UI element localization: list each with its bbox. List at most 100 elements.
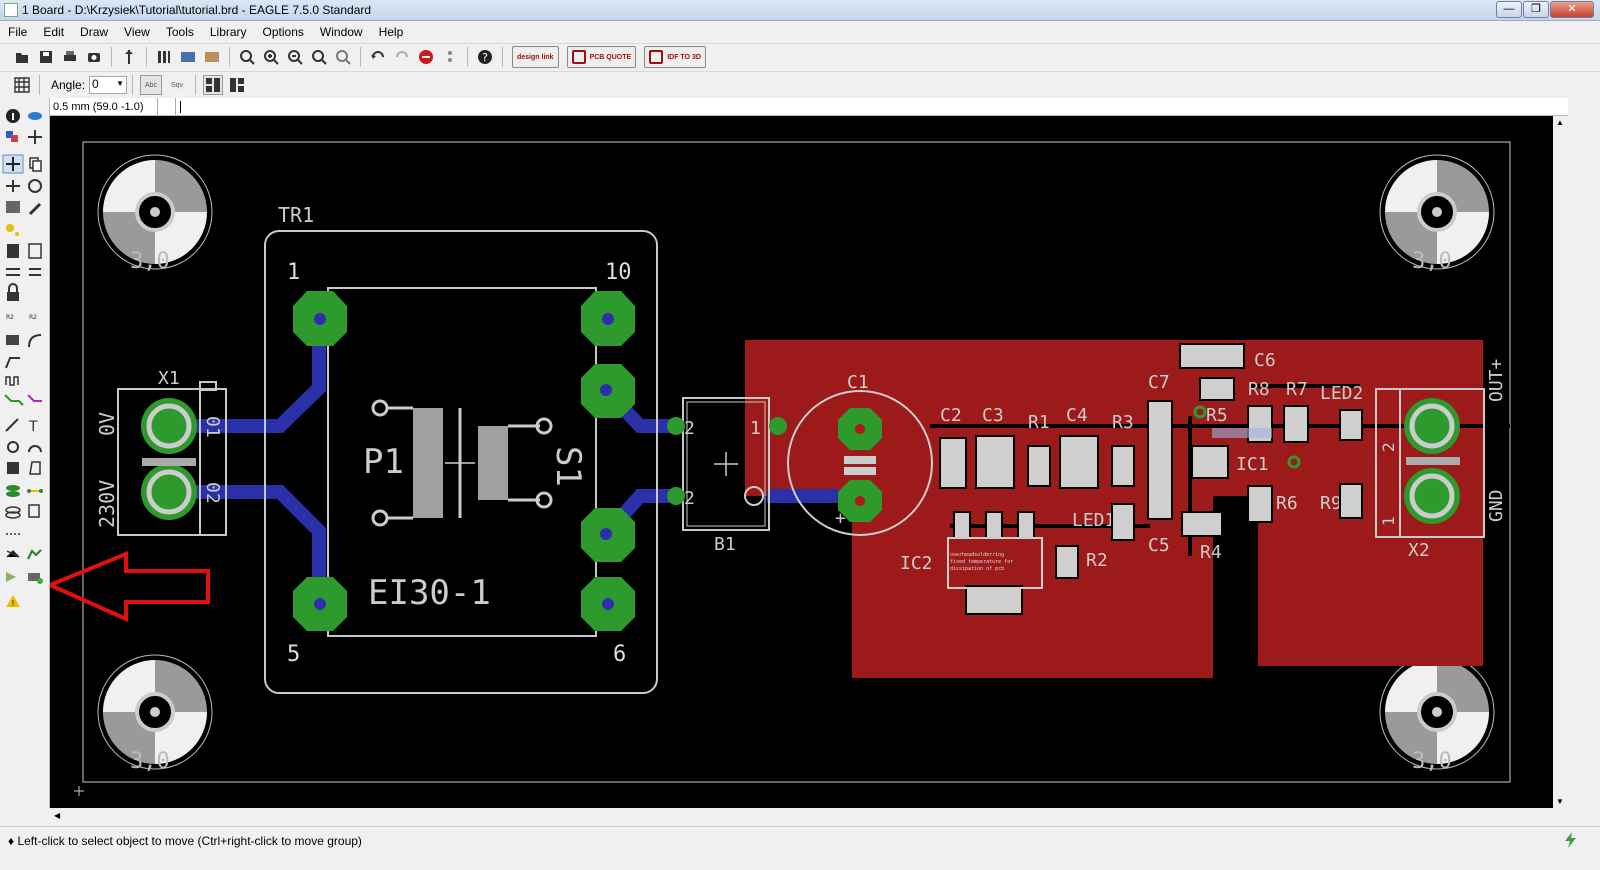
mounting-hole-br[interactable]: 3,0	[1379, 654, 1495, 774]
mark-icon[interactable]	[28, 130, 42, 144]
menu-tools[interactable]: Tools	[165, 25, 194, 39]
board-canvas[interactable]: 3,0 3,0 3,0 3,0	[50, 116, 1553, 808]
command-line-input[interactable]	[176, 98, 1600, 116]
text-abc-button[interactable]: Abc	[140, 75, 163, 95]
capacitor-c1[interactable]: C1 +	[787, 372, 933, 536]
optimize-icon[interactable]	[5, 357, 20, 369]
part-r7[interactable]: R7	[1286, 379, 1308, 400]
part-r8[interactable]: R8	[1248, 379, 1270, 400]
part-r1[interactable]: R1	[1028, 412, 1050, 433]
design-link-button[interactable]: design link	[512, 46, 559, 68]
ratsnest-icon[interactable]	[6, 549, 20, 558]
menu-edit[interactable]: Edit	[43, 25, 65, 39]
ripup-icon[interactable]	[27, 394, 42, 402]
vertical-scrollbar[interactable]: ▲ ▼	[1553, 116, 1568, 808]
circle-icon[interactable]	[7, 441, 19, 453]
paste-icon[interactable]	[6, 224, 19, 236]
drc-icon[interactable]	[28, 573, 43, 584]
route-icon[interactable]	[4, 394, 24, 406]
scroll-up-icon[interactable]: ▲	[1556, 118, 1564, 127]
copy-icon[interactable]	[29, 157, 42, 172]
info-icon[interactable]	[6, 109, 20, 123]
part-r6[interactable]: R6	[1276, 493, 1298, 514]
attribute-icon[interactable]	[28, 504, 40, 518]
mounting-hole-tl[interactable]: 3,0	[97, 154, 213, 274]
add-icon[interactable]	[28, 243, 42, 259]
delete-icon[interactable]	[7, 244, 19, 258]
part-c4[interactable]: C4	[1066, 405, 1088, 426]
part-led1[interactable]: LED1	[1072, 510, 1115, 531]
close-button[interactable]: ✕	[1550, 1, 1594, 18]
print-icon[interactable]	[60, 47, 80, 67]
polygon-icon[interactable]	[29, 461, 41, 475]
arc-icon[interactable]	[28, 445, 42, 453]
text-icon[interactable]: T	[28, 419, 38, 435]
open-icon[interactable]	[12, 47, 32, 67]
redo-icon[interactable]	[392, 47, 412, 67]
miter-icon[interactable]	[28, 334, 42, 348]
via-icon[interactable]	[6, 485, 20, 497]
show-icon[interactable]	[28, 112, 42, 120]
ulp-icon[interactable]	[154, 47, 174, 67]
text-sqv-button[interactable]: Sqv	[171, 81, 184, 89]
scroll-left-icon[interactable]: ◀	[54, 811, 61, 820]
zoom-last-icon[interactable]	[333, 47, 353, 67]
menu-draw[interactable]: Draw	[80, 25, 109, 39]
schematic-icon[interactable]	[202, 47, 222, 67]
part-r5[interactable]: R5	[1206, 405, 1228, 426]
menu-view[interactable]: View	[124, 25, 150, 39]
save-icon[interactable]	[36, 47, 56, 67]
menu-window[interactable]: Window	[319, 25, 363, 39]
part-led2[interactable]: LED2	[1320, 383, 1363, 404]
connector-x2[interactable]: X2 OUT+ GND 2 1	[1375, 358, 1507, 561]
rotate-icon[interactable]	[28, 179, 42, 193]
pinswap-icon[interactable]	[29, 268, 41, 276]
connector-x1[interactable]: X1 0V 230V 01 02	[95, 368, 227, 536]
rectangle-icon[interactable]	[7, 462, 19, 474]
go-icon[interactable]	[440, 47, 460, 67]
menu-options[interactable]: Options	[262, 25, 304, 39]
errors-warning-icon[interactable]: !	[6, 595, 20, 608]
wire-icon[interactable]	[5, 418, 19, 432]
cam-processor-icon[interactable]	[84, 47, 104, 67]
zoom-in-icon[interactable]	[261, 47, 281, 67]
scroll-down-icon[interactable]: ▼	[1556, 797, 1564, 806]
part-c3[interactable]: C3	[982, 405, 1004, 426]
restore-button[interactable]: ❐	[1523, 1, 1549, 18]
pcb-quote-button[interactable]: PCB QUOTE	[566, 46, 637, 68]
hole-icon[interactable]	[5, 506, 21, 519]
move-tool-icon[interactable]	[2, 154, 24, 174]
lightning-status-icon[interactable]	[1562, 831, 1580, 849]
replace-icon[interactable]	[6, 268, 20, 276]
value-icon[interactable]: R2	[29, 314, 37, 321]
horizontal-scrollbar[interactable]: ◀	[50, 808, 1553, 824]
part-r9[interactable]: R9	[1320, 493, 1342, 514]
part-ic1[interactable]: IC1	[1236, 454, 1269, 475]
erc-icon[interactable]	[6, 572, 16, 582]
part-c2[interactable]: C2	[940, 405, 962, 426]
autorouter-icon[interactable]	[27, 549, 42, 560]
angle-select[interactable]: 0	[89, 76, 128, 94]
undo-icon[interactable]	[368, 47, 388, 67]
zoom-fit-icon[interactable]	[237, 47, 257, 67]
lock-icon[interactable]	[7, 283, 19, 301]
signal-icon[interactable]	[27, 489, 43, 493]
script-icon[interactable]	[119, 47, 139, 67]
grid-icon[interactable]	[12, 75, 32, 95]
mounting-hole-bl[interactable]: 3,0	[97, 654, 213, 774]
part-r2[interactable]: R2	[1086, 550, 1108, 571]
part-r4[interactable]: R4	[1200, 542, 1222, 563]
layout-right-icon[interactable]	[227, 75, 247, 95]
idf-to-3d-button[interactable]: IDF TO 3D	[644, 46, 706, 68]
minimize-button[interactable]: —	[1496, 1, 1522, 18]
change-icon[interactable]	[28, 202, 42, 216]
mounting-hole-tr[interactable]: 3,0	[1379, 154, 1495, 274]
part-ic2[interactable]: IC2	[900, 553, 933, 574]
zoom-out-icon[interactable]	[285, 47, 305, 67]
part-c6[interactable]: C6	[1254, 350, 1276, 371]
display-layers-icon[interactable]	[6, 131, 18, 142]
help-icon[interactable]: ?	[475, 47, 495, 67]
ic2-outline[interactable]	[947, 537, 1043, 589]
part-c5[interactable]: C5	[1148, 535, 1170, 556]
part-r3[interactable]: R3	[1112, 412, 1134, 433]
